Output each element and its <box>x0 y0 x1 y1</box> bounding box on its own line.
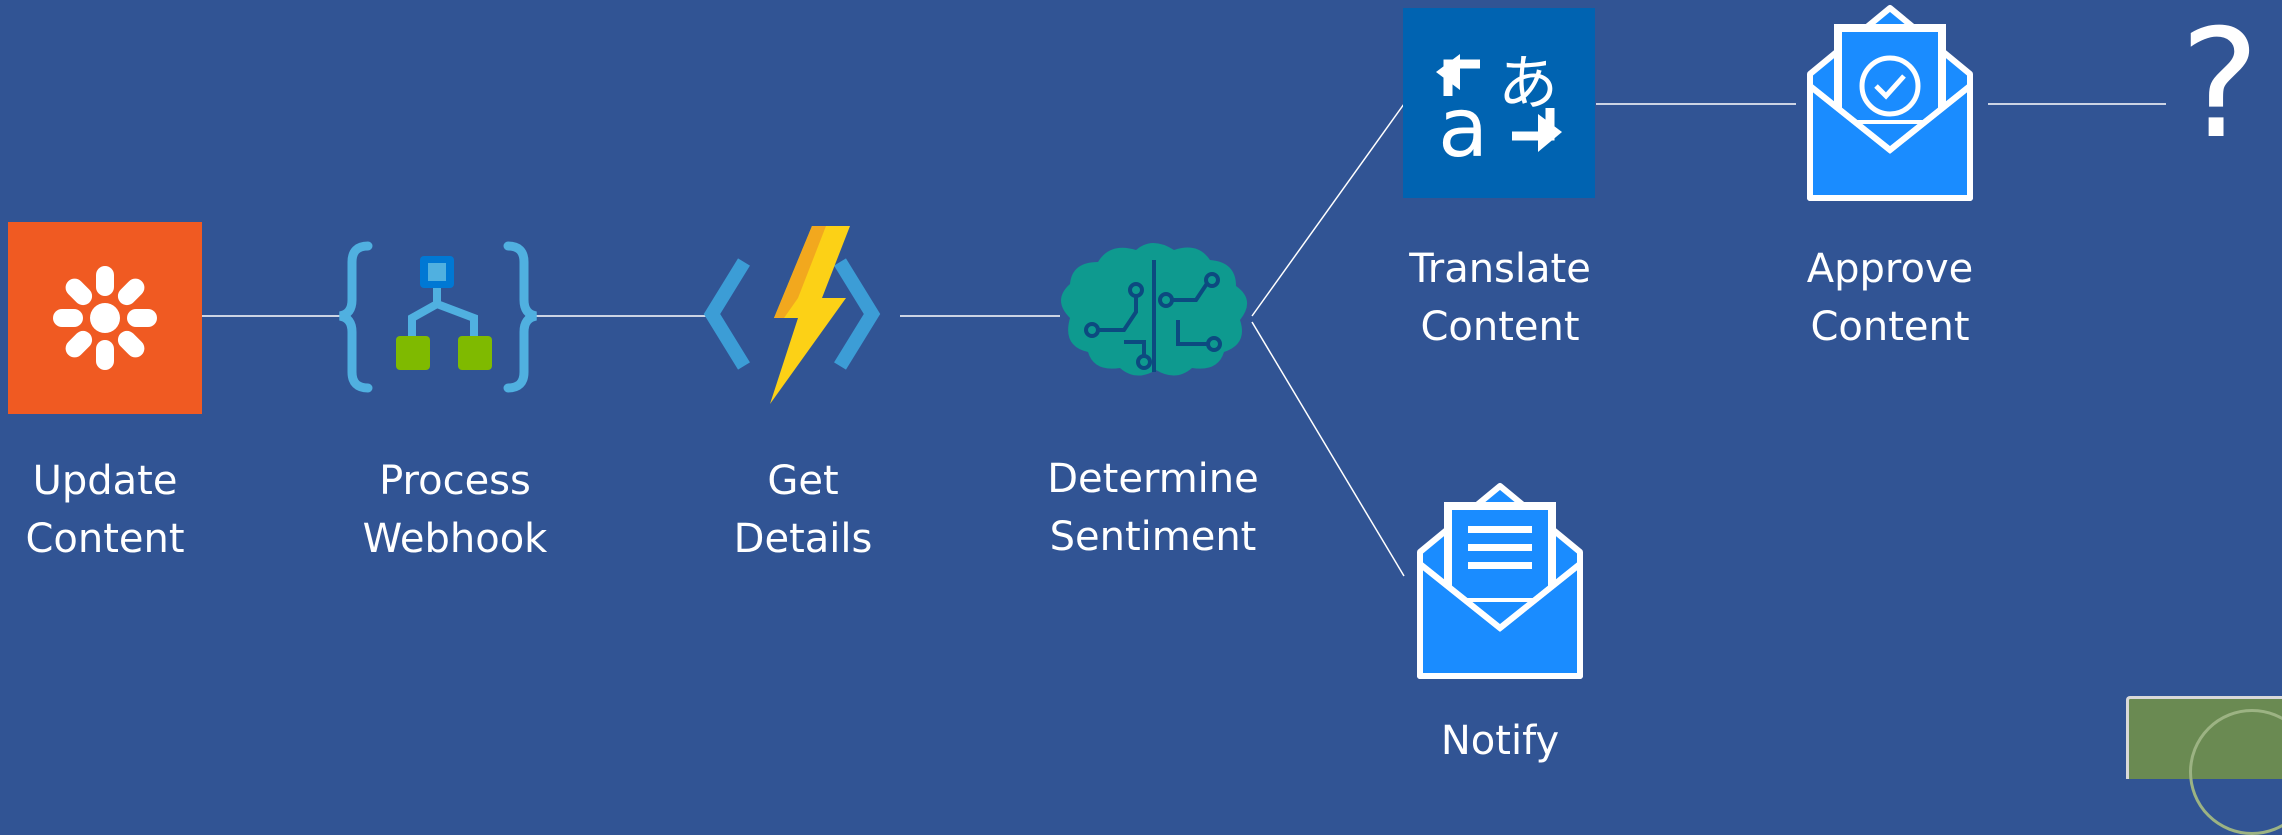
presenter-video-thumbnail <box>2126 696 2282 835</box>
label-approve-content: Approve Content <box>1806 246 1974 350</box>
flow-diagram: a あ Update <box>8 0 2282 835</box>
connector-sentiment-notify <box>1251 321 1405 577</box>
connector-sentiment-translate <box>1251 103 1405 317</box>
cognitive-brain-icon <box>1061 243 1248 376</box>
label-determine-sentiment: Determine Sentiment <box>1047 456 1259 560</box>
label-process-webhook: Process Webhook <box>362 458 548 562</box>
azure-function-icon <box>703 226 881 404</box>
approval-envelope-icon <box>1807 5 1973 201</box>
diagram-canvas: a あ <box>8 5 2166 679</box>
label-update-content: Update Content <box>25 458 185 562</box>
label-notify: Notify <box>1440 718 1560 764</box>
label-get-details: Get Details <box>733 458 873 562</box>
notify-envelope-icon <box>1417 483 1583 679</box>
thumbnail-arc <box>2189 709 2282 835</box>
svg-text:a: a <box>1438 81 1488 176</box>
label-translate-content: Translate Content <box>1409 246 1591 350</box>
svg-text:あ: あ <box>1498 49 1558 119</box>
connectors <box>202 103 2166 577</box>
kentico-icon <box>8 222 202 414</box>
final-step-question-mark: ? <box>2180 0 2260 172</box>
translator-icon: a あ <box>1403 8 1595 198</box>
logic-app-icon <box>338 241 538 393</box>
